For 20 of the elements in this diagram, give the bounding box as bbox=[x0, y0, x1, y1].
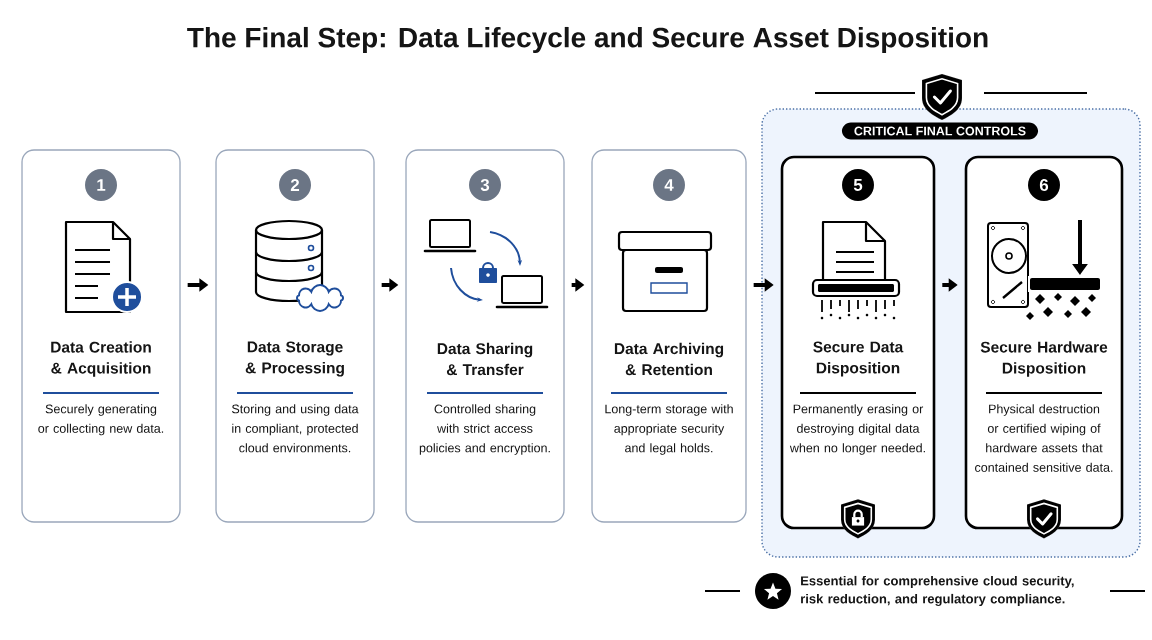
step-number-badge: 5 bbox=[842, 169, 874, 201]
step-description: Long-term storage with appropriate security and legal holds. bbox=[605, 404, 733, 455]
step-heading: Data Archiving & Retention bbox=[614, 342, 724, 376]
step-description: Controlled sharing with strict access policies and encryption. bbox=[419, 404, 550, 455]
title: The Final Step: Data Lifecycle and Secure Asset Disposition bbox=[187, 26, 988, 54]
step-description: Permanently erasing or destroying digital data when no longer needed. bbox=[789, 404, 925, 455]
step-number-badge: 6 bbox=[1028, 169, 1060, 201]
step-description: Storing and using data in compliant, protected cloud environments. bbox=[232, 404, 359, 453]
step-heading: Data Storage & Processing bbox=[245, 341, 344, 377]
step-description: Physical destruction or certified wiping of hardware assets that contained sensitive data. bbox=[975, 404, 1113, 472]
step-description: Securely generating or collecting new data. bbox=[38, 404, 164, 436]
step-heading: Data Sharing & Transfer bbox=[437, 342, 533, 376]
step-number-badge: 4 bbox=[653, 169, 685, 201]
step-number-badge: 3 bbox=[469, 169, 501, 201]
step-number-badge: 1 bbox=[85, 169, 117, 201]
step-number-badge: 2 bbox=[279, 169, 311, 201]
step-heading: Secure Hardware Disposition bbox=[980, 341, 1108, 377]
step-heading: Secure Data Disposition bbox=[813, 341, 904, 377]
step-heading: Data Creation & Acquisition bbox=[51, 341, 151, 377]
note-text: Essential for comprehensive cloud security, risk reduction, and regulatory compliance. bbox=[801, 575, 1074, 607]
